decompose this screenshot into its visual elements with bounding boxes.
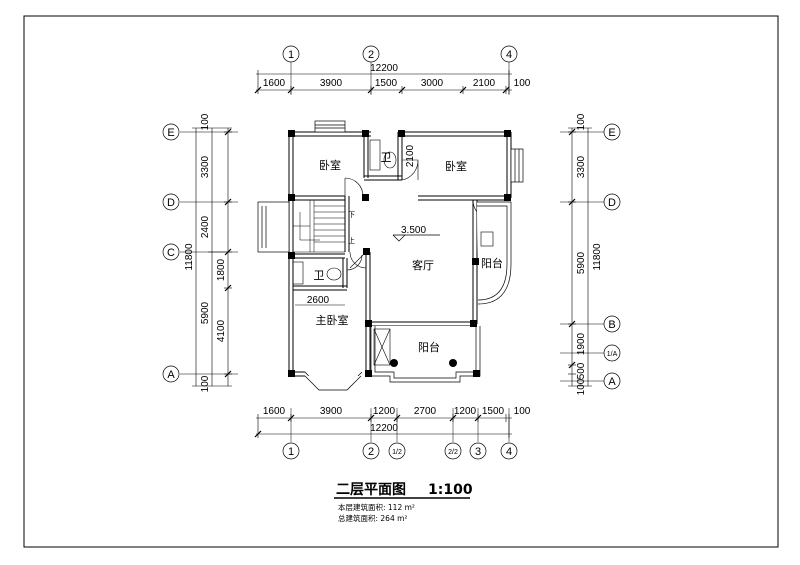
- stairs: [292, 199, 346, 253]
- room-master-bedroom: 主卧室: [316, 313, 349, 327]
- axis-bottom-2-2: 2/2: [448, 449, 458, 456]
- axis-left-D: D: [167, 197, 175, 209]
- left-dim-4: 1800: [216, 258, 227, 281]
- bottom-dim-2: 3900: [320, 406, 343, 417]
- left-dim-3: 2400: [200, 215, 211, 238]
- room-balcony-right: 阳台: [481, 256, 503, 270]
- axis-bottom-2: 2: [368, 446, 374, 458]
- right-dim-3: 5900: [576, 251, 587, 274]
- left-total-dim: 11800: [184, 243, 195, 271]
- dimension-ticks: [224, 86, 576, 438]
- right-dim-6: 100: [576, 378, 587, 395]
- top-dim-3: 1500: [375, 78, 398, 89]
- elevation-marker-icon: [392, 234, 440, 242]
- axis-right-1-A: 1/A: [607, 351, 618, 358]
- left-dim-sub: 5900: [200, 301, 211, 324]
- room-living: 客厅: [412, 258, 434, 272]
- axis-bottom-4: 4: [506, 446, 512, 458]
- room-balcony-bottom: 阳台: [418, 340, 440, 354]
- axis-left-C: C: [167, 247, 175, 259]
- axis-bottom-3: 3: [475, 446, 481, 458]
- room-bedroom-2: 卧室: [445, 159, 467, 173]
- drawing-frame: [23, 15, 779, 548]
- fixtures: [292, 139, 494, 366]
- stair-up-label: 上: [348, 236, 355, 245]
- right-dim-2: 3300: [576, 155, 587, 178]
- left-dim-6: 100: [200, 375, 211, 392]
- total-area-note: 总建筑面积: 264 m²: [338, 513, 407, 523]
- axis-bottom-1: 1: [288, 446, 294, 458]
- right-dim-1: 100: [576, 113, 587, 130]
- axis-bottom-1-2: 1/2: [392, 449, 402, 456]
- axis-top-2: 2: [368, 49, 374, 61]
- stair-down-label: 下: [348, 211, 355, 219]
- top-total-dim: 12200: [370, 63, 398, 74]
- room-bath-1: 卫: [381, 151, 392, 164]
- dimension-lines: [192, 70, 592, 438]
- bath-height-dim: 2100: [405, 144, 416, 167]
- bottom-dim-4: 2700: [414, 406, 437, 417]
- axis-right-B: B: [608, 319, 615, 331]
- top-dim-4: 3000: [421, 78, 444, 89]
- floor-area-note: 本层建筑面积: 112 m²: [338, 502, 415, 512]
- master-width-dim: 2600: [307, 295, 330, 306]
- axis-right-D: D: [608, 197, 616, 209]
- columns: [288, 130, 511, 377]
- top-dim-6: 100: [514, 78, 531, 89]
- axis-bubbles: [162, 45, 621, 460]
- top-dim-2: 3900: [320, 78, 343, 89]
- right-dim-5: 500: [576, 362, 587, 379]
- axis-right-E: E: [608, 127, 615, 139]
- axis-top-4: 4: [506, 49, 512, 61]
- left-dim-5: 4100: [216, 319, 227, 342]
- bottom-dim-5: 1200: [454, 406, 477, 417]
- room-bedroom-1: 卧室: [319, 158, 341, 172]
- drawing-title: 二层平面图: [336, 482, 406, 498]
- left-dim-1: 100: [200, 113, 211, 130]
- right-total-dim: 11800: [592, 243, 603, 271]
- top-dim-5: 2100: [473, 78, 496, 89]
- bottom-dim-3: 1200: [373, 406, 396, 417]
- axis-left-A: A: [167, 369, 175, 381]
- right-dim-4: 1900: [576, 332, 587, 355]
- bottom-dim-6: 1500: [482, 406, 505, 417]
- bottom-dim-1: 1600: [263, 406, 286, 417]
- axis-top-1: 1: [288, 49, 294, 61]
- axis-lines: [180, 62, 604, 442]
- elevation-label: 3.500: [401, 225, 426, 236]
- top-dim-1: 1600: [263, 78, 286, 89]
- bottom-dim-7: 100: [514, 406, 531, 417]
- axis-left-E: E: [167, 127, 174, 139]
- left-dim-2: 3300: [200, 155, 211, 178]
- bottom-total-dim: 12200: [370, 423, 398, 434]
- room-bath-2: 卫: [314, 269, 325, 282]
- axis-right-A: A: [608, 376, 616, 388]
- drawing-scale: 1:100: [428, 482, 473, 498]
